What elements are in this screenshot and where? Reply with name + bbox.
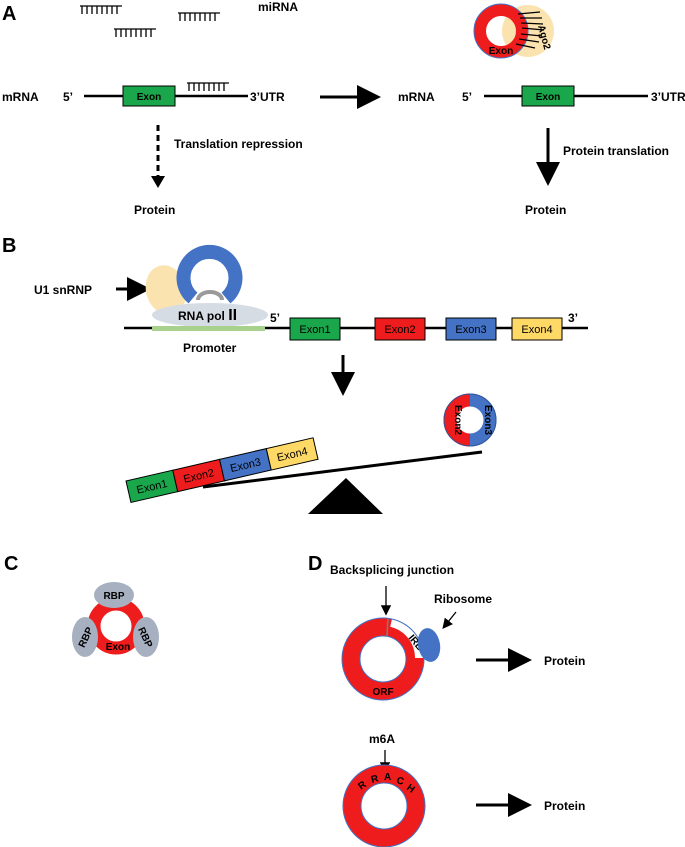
circrna-a [474,4,528,58]
protein-label-a-left: Protein [134,203,175,217]
repression-arrow-head [151,176,165,188]
rbp-right [133,617,159,657]
ribosome-arrow [442,611,457,630]
five-prime-left: 5’ [63,90,73,104]
promoter-bar [152,326,265,331]
protein-translation-label: Protein translation [563,144,669,158]
ribosome-shape [417,628,441,662]
mrna-label-left: mRNA [2,90,39,104]
seesaw-beam [202,450,483,489]
panel-a-label: A [2,3,16,25]
rbp-left [72,617,98,657]
u1-snrnp-shape [145,265,187,315]
rbp-top [94,582,134,608]
gene-exons: Exon1 Exon2 Exon3 Exon4 [289,317,563,341]
linear-exon4 [265,437,319,471]
circrna-rbp-complex: RBP RBP RBP Exon [72,582,159,657]
translation-repression-label: Translation repression [174,137,303,151]
exon-label-circ-a: Exon [489,46,513,57]
panel-c-label: C [4,553,18,575]
promoter-label: Promoter [183,341,237,355]
ribosome-label: Ribosome [434,592,492,606]
panel-b-label: B [2,235,16,257]
mrna-label-right: mRNA [398,90,435,104]
utr-label-right: 3’UTR [651,90,685,104]
exon3-label: Exon3 [455,324,486,336]
exon-box-left [122,85,176,107]
mirna-bound [187,82,229,91]
protein-label-d1: Protein [544,654,585,668]
exon3-box [445,317,497,341]
linear-mrna: Exon1 Exon2 Exon3 Exon4 [125,437,319,504]
backsplicing-label: Backsplicing junction [330,563,454,577]
rna-pol-shape [152,303,268,327]
m6a-circrna: R R A C H [342,764,426,847]
ires-circrna: IRES ORF [341,611,441,701]
exon4-box [511,317,563,341]
exon4-label: Exon4 [521,324,552,336]
circrna-ires [342,618,424,700]
five-prime-right: 5’ [462,90,472,104]
exon1-label: Exon1 [299,324,330,336]
rna-pol-label: RNA pol II [178,307,237,324]
exon-label-left: Exon [137,92,161,103]
five-prime-b: 5’ [270,311,280,325]
circrna-b: Exon2 Exon3 [443,393,497,447]
mirna-label: miRNA [258,0,298,14]
exon2-box [374,317,426,341]
seesaw-fulcrum [308,478,383,514]
u1-snrnp-label: U1 snRNP [34,283,92,297]
mirna-combs [80,5,220,37]
utr-label-left: 3’UTR [250,90,285,104]
three-prime-b: 3’ [568,311,578,325]
motif-a: A [384,772,391,783]
motif-c: C [395,775,405,787]
protein-label-a-right: Protein [525,203,566,217]
bound-mirnas [515,11,545,49]
rbp-label-top: RBP [103,591,124,602]
circ-exon2-label: Exon2 [452,405,463,435]
m6a-label: m6A [369,732,395,746]
circ-exon3-label: Exon3 [482,405,493,435]
panel-d-label: D [308,553,322,575]
circrna-m6a [343,765,425,847]
protein-label-d2: Protein [544,799,585,813]
motif-r2: R [370,773,381,786]
exon2-label: Exon2 [384,324,415,336]
exon-box-right [521,85,575,107]
exon-label-c: Exon [106,642,130,653]
exon1-box [289,317,341,341]
circrna-ago2-complex: Exon Ago2 [473,3,554,59]
spliceosome-ring [176,244,243,304]
orf-label: ORF [372,687,393,698]
exon-label-right: Exon [536,92,560,103]
